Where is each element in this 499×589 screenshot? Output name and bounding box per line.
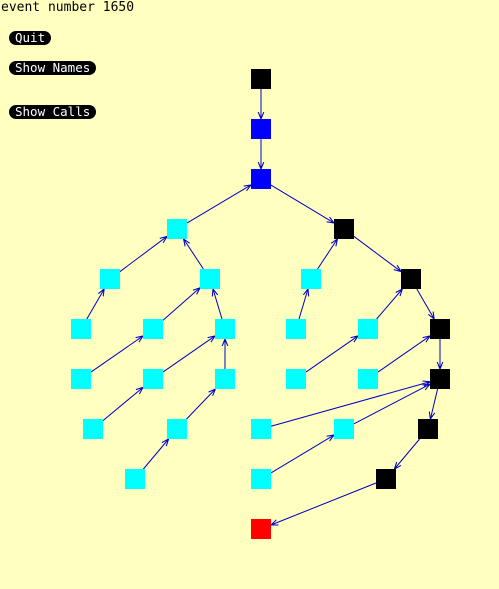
- graph-node-n20[interactable]: [358, 369, 378, 389]
- graph-node-n28[interactable]: [251, 469, 271, 489]
- graph-node-n22[interactable]: [83, 419, 103, 439]
- nodes-layer: [71, 69, 450, 539]
- call-edge-n27-n23: [143, 439, 168, 470]
- graph-node-n11[interactable]: [143, 319, 163, 339]
- show-names-button[interactable]: Show Names: [9, 61, 97, 75]
- edges-layer: [86, 89, 440, 525]
- call-edge-n8-n5: [317, 239, 338, 270]
- graph-node-n1[interactable]: [251, 69, 271, 89]
- graph-node-n24[interactable]: [251, 419, 271, 439]
- call-edge-n17-n12: [162, 336, 215, 373]
- call-edge-n13-n8: [298, 289, 308, 320]
- graph-node-n9[interactable]: [401, 269, 421, 289]
- call-edge-n23-n18: [186, 389, 216, 420]
- graph-node-n3[interactable]: [251, 169, 271, 189]
- call-edge-n21-n26: [430, 388, 439, 419]
- event-number-label: event number 1650: [1, 0, 135, 15]
- graph-node-n25[interactable]: [334, 419, 354, 439]
- call-edge-n28-n25: [270, 435, 334, 474]
- graph-node-n16[interactable]: [71, 369, 91, 389]
- graph-node-n5[interactable]: [334, 219, 354, 239]
- call-edge-n10-n6: [86, 289, 104, 320]
- show-calls-button[interactable]: Show Calls: [9, 105, 97, 119]
- graph-node-n27[interactable]: [125, 469, 145, 489]
- graph-node-n7[interactable]: [200, 269, 220, 289]
- call-edge-n25-n21: [353, 384, 430, 425]
- call-edge-n4-n3: [186, 185, 251, 224]
- call-edge-n19-n14: [305, 336, 358, 373]
- call-edge-n24-n21: [270, 382, 430, 427]
- graph-node-n18[interactable]: [215, 369, 235, 389]
- call-edge-n29-n30: [271, 482, 377, 525]
- graph-node-n10[interactable]: [71, 319, 91, 339]
- call-edge-n3-n5: [270, 184, 334, 223]
- graph-node-n29[interactable]: [376, 469, 396, 489]
- graph-node-n23[interactable]: [167, 419, 187, 439]
- graph-node-n4[interactable]: [167, 219, 187, 239]
- graph-node-n13[interactable]: [286, 319, 306, 339]
- graph-node-n26[interactable]: [418, 419, 438, 439]
- call-edge-n5-n9: [353, 236, 401, 271]
- graph-node-n12[interactable]: [215, 319, 235, 339]
- call-edge-n9-n15: [416, 288, 434, 319]
- call-edge-n16-n11: [90, 336, 143, 373]
- graph-node-n8[interactable]: [301, 269, 321, 289]
- call-edge-n7-n4: [184, 239, 204, 270]
- quit-button[interactable]: Quit: [9, 31, 52, 45]
- graph-node-n30[interactable]: [251, 519, 271, 539]
- call-edge-n22-n17: [102, 387, 143, 422]
- call-edge-n11-n7: [162, 288, 200, 321]
- call-edge-n14-n9: [376, 289, 403, 320]
- graph-node-n19[interactable]: [286, 369, 306, 389]
- graph-node-n14[interactable]: [358, 319, 378, 339]
- call-edge-n20-n15: [377, 336, 430, 373]
- graph-node-n17[interactable]: [143, 369, 163, 389]
- call-edge-n12-n7: [213, 289, 223, 320]
- call-edge-n26-n29: [394, 438, 420, 469]
- graph-node-n6[interactable]: [100, 269, 120, 289]
- graph-node-n21[interactable]: [430, 369, 450, 389]
- graph-node-n2[interactable]: [251, 119, 271, 139]
- call-edge-n6-n4: [119, 236, 167, 272]
- graph-node-n15[interactable]: [430, 319, 450, 339]
